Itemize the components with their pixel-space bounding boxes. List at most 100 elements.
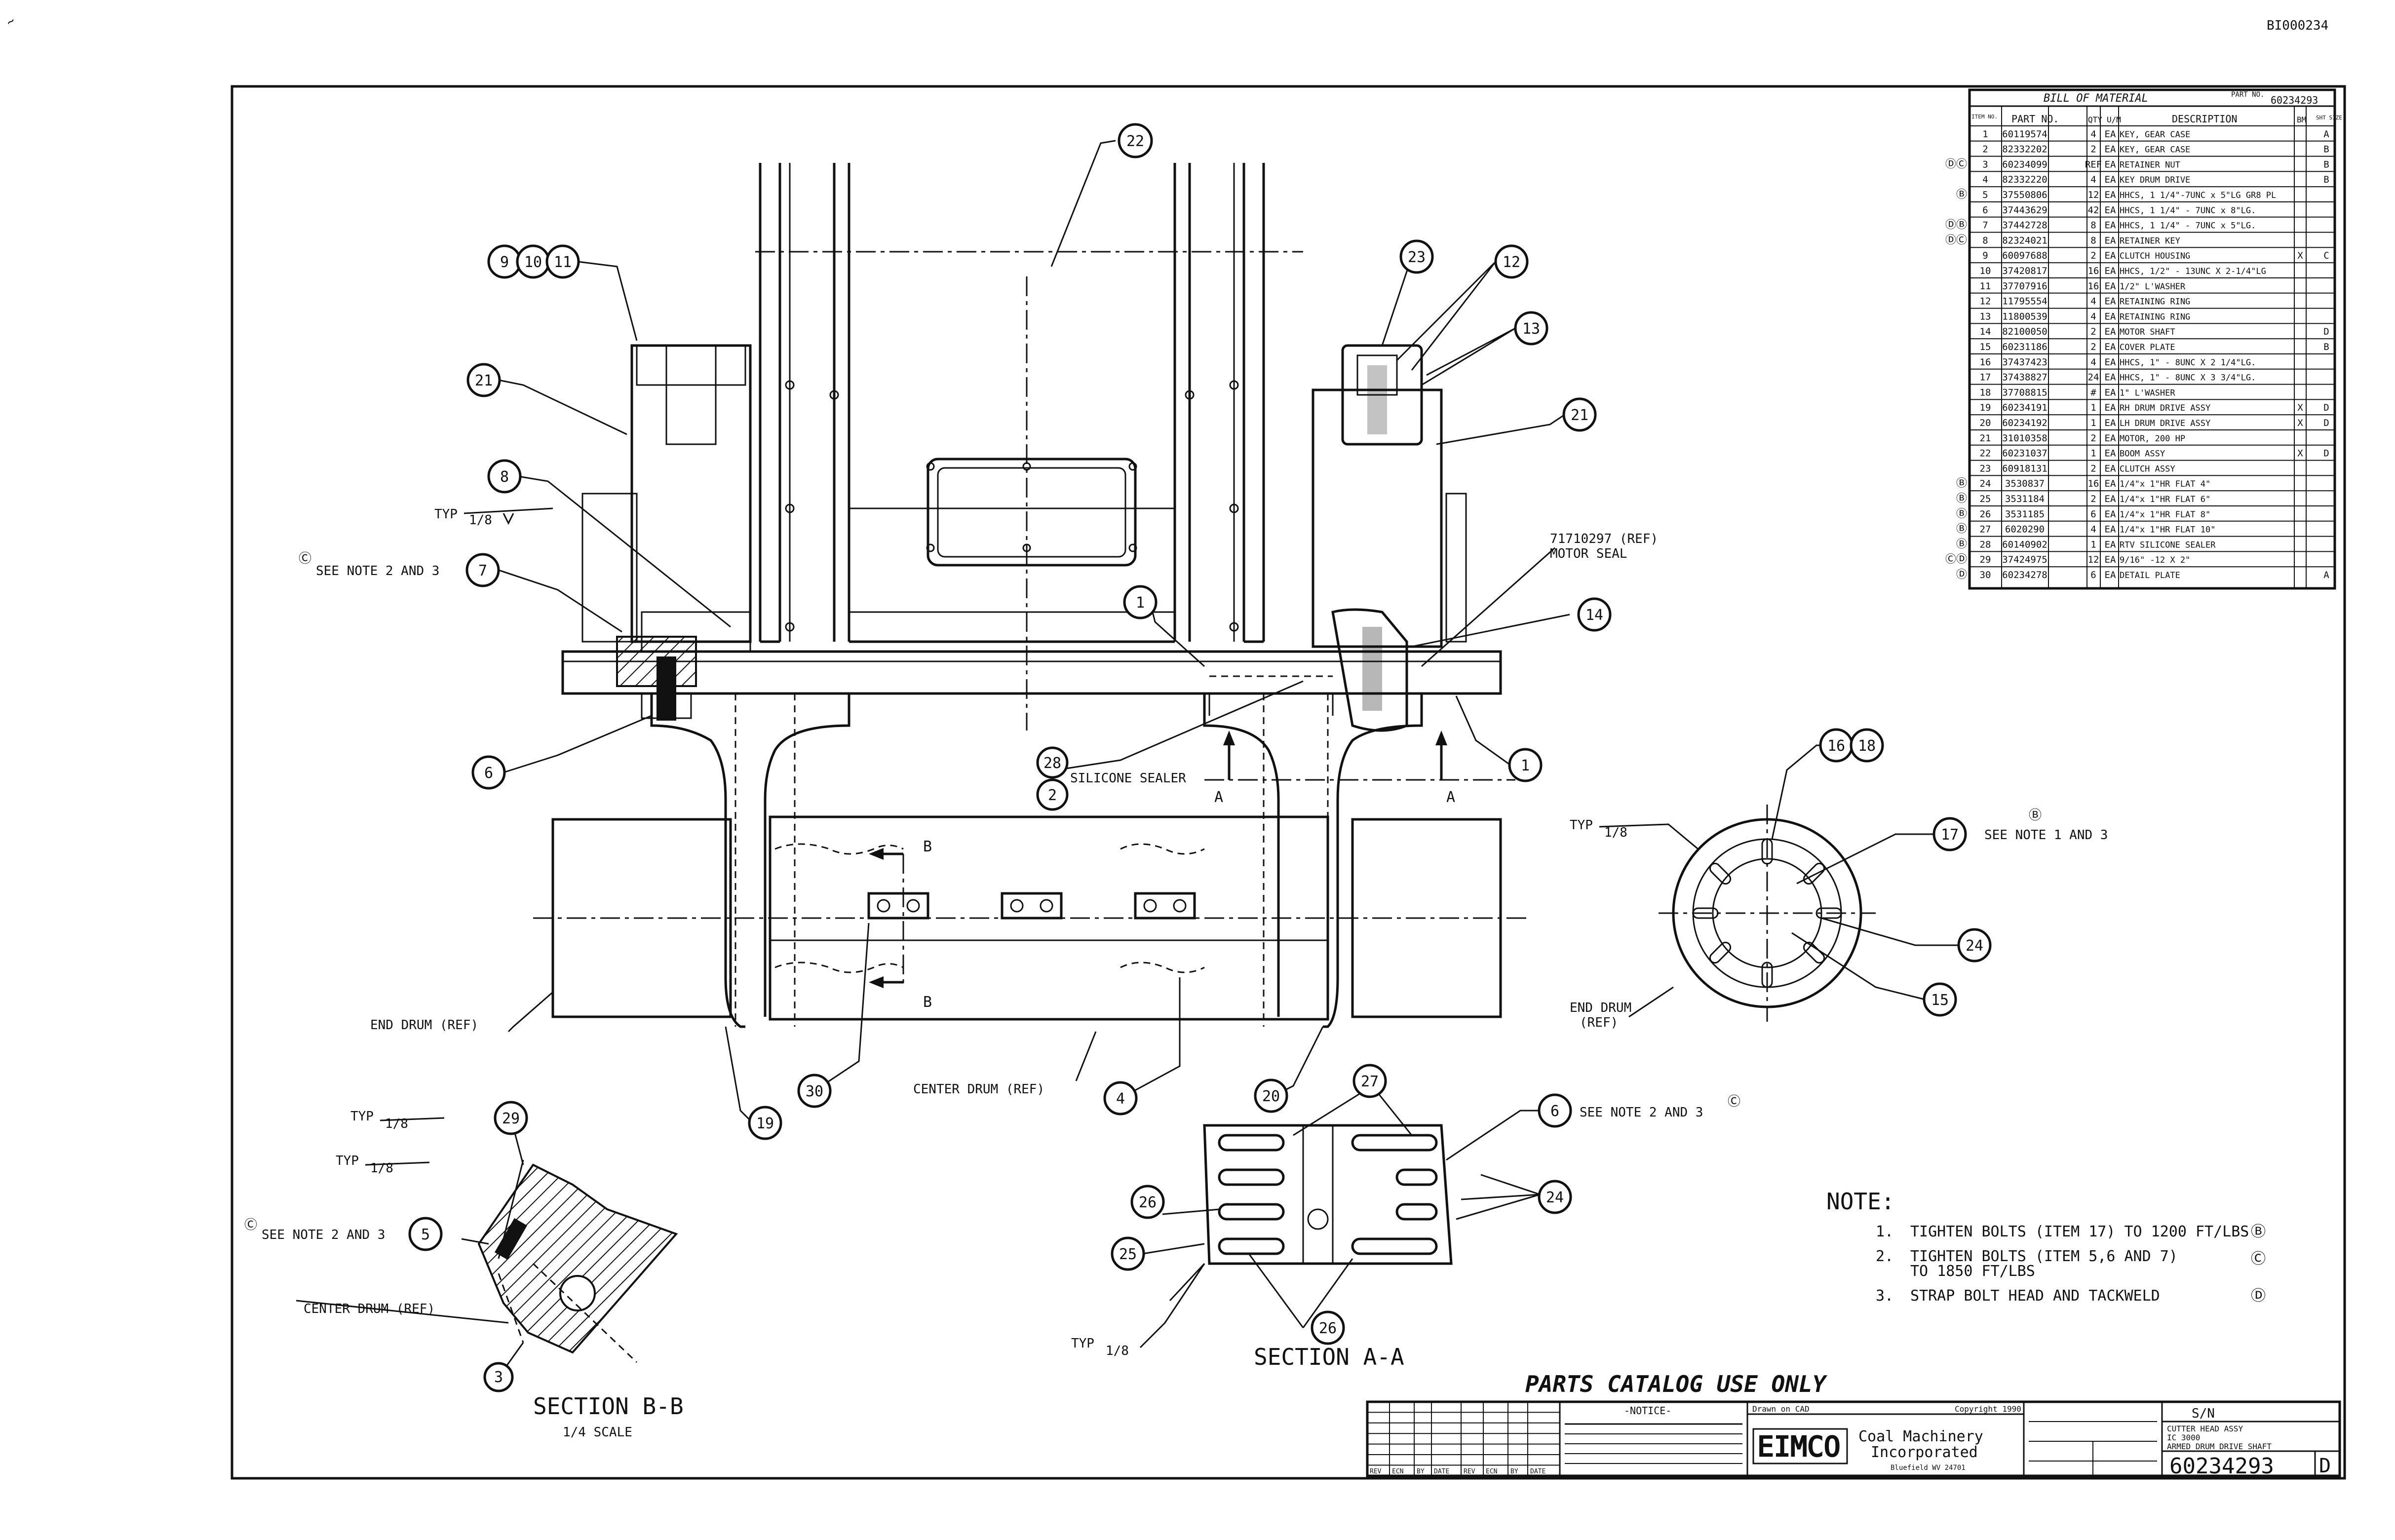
bom-cell-um: EA [2105, 570, 2116, 580]
bom-cell-qty: 8 [2090, 235, 2096, 246]
bom-cell-part: 11800539 [2002, 311, 2047, 322]
bom-cell-um: EA [2105, 144, 2116, 155]
bom-cell-um: EA [2105, 418, 2116, 428]
bom-cell-desc: RETAINING RING [2120, 297, 2190, 307]
bom-cell-part: 3530837 [2005, 478, 2045, 489]
section-aa-title: SECTION A-A [1254, 1344, 1404, 1370]
end-drum-ref-right: (REF) [1580, 1015, 1618, 1030]
balloon-26-lower: 26 [1319, 1320, 1337, 1337]
bom-cell-desc: RTV SILICONE SEALER [2120, 540, 2216, 550]
bom-header-part: PART NO. [2011, 113, 2059, 125]
section-b-bottom-letter: B [923, 994, 932, 1011]
weld-size-5: 1/8 [1106, 1344, 1129, 1358]
balloon-16: 16 [1827, 737, 1845, 755]
bom-cell-um: EA [2105, 342, 2116, 352]
bom-cell-um: EA [2105, 159, 2116, 170]
bom-cell-um: EA [2105, 281, 2116, 292]
bom-cell-item: 25 [1980, 494, 1991, 504]
bom-cell-qty: 1 [2090, 448, 2096, 459]
balloon-13: 13 [1522, 320, 1540, 338]
bom-cell-item: 24 [1980, 478, 1991, 489]
bom-cell-qty: 2 [2090, 463, 2096, 474]
weld-typ-3: TYP [350, 1109, 374, 1124]
bom-cell-item: 4 [1982, 174, 1988, 185]
section-a-left-letter: A [1214, 789, 1223, 806]
bom-row-note-mark: ⒹⒸ [1945, 158, 1967, 170]
bom-cell-sz: B [2323, 144, 2329, 155]
bom-cell-desc: 1/4"x 1"HR FLAT 6" [2120, 495, 2210, 504]
bom-cell-part: 31010358 [2002, 433, 2047, 444]
bom-cell-um: EA [2105, 129, 2116, 140]
company-line-2: Incorporated [1871, 1444, 1978, 1461]
center-drum-ref-bb: CENTER DRUM (REF) [304, 1302, 435, 1316]
weld-typ-5: TYP [1071, 1336, 1094, 1351]
weld-size-2: 1/8 [1604, 825, 1627, 840]
bom-cell-part: 82332202 [2002, 144, 2047, 155]
balloon-9: 9 [500, 254, 509, 271]
section-a-markers: A A [1204, 731, 1515, 806]
bom-cell-desc: LH DRUM DRIVE ASSY [2120, 419, 2210, 428]
left-motor [581, 344, 752, 653]
note-3-mark: Ⓓ [2251, 1287, 2266, 1305]
bom-cell-desc: RETAINING RING [2120, 312, 2190, 322]
balloon-29: 29 [502, 1110, 520, 1127]
bom-cell-sz: D [2323, 326, 2329, 337]
bom-cell-item: 15 [1980, 342, 1991, 352]
bom-cell-part: 60231037 [2002, 448, 2047, 459]
bom-cell-item: 20 [1980, 418, 1991, 428]
note-1-number: 1. [1876, 1223, 1893, 1240]
bom-cell-qty: 24 [2088, 372, 2099, 383]
bom-cell-desc: MOTOR SHAFT [2120, 327, 2175, 337]
drive-hubs [650, 693, 1423, 1028]
copyright: Copyright 1990 [1955, 1404, 2021, 1414]
bom-cell-qty: 2 [2090, 326, 2096, 337]
bom-cell-part: 37437423 [2002, 357, 2047, 368]
section-bb-title: SECTION B-B [533, 1393, 684, 1420]
note-3-text: STRAP BOLT HEAD AND TACKWELD [1910, 1287, 2160, 1305]
bom-header-item: ITEM NO. [1971, 114, 1998, 120]
bom-cell-desc: 1/4"x 1"HR FLAT 8" [2120, 510, 2210, 520]
section-bb-scale: 1/4 SCALE [563, 1425, 632, 1440]
bom-cell-um: EA [2105, 205, 2116, 216]
rev-header-date: DATE [1434, 1468, 1449, 1475]
bom-cell-desc: 1/4"x 1"HR FLAT 4" [2120, 479, 2210, 489]
bom-header-qty: QTY [2088, 115, 2102, 124]
eimco-logo-text: EIMCO [1757, 1431, 1841, 1463]
bom-cell-item: 30 [1980, 570, 1991, 580]
bom-cell-desc: HHCS, 1" - 8UNC X 2 1/4"LG. [2120, 358, 2256, 368]
bom-cell-sz: B [2323, 174, 2329, 185]
bom-cell-desc: KEY DRUM DRIVE [2120, 175, 2190, 185]
bom-cell-part: 3531185 [2005, 509, 2045, 520]
bom-cell-um: EA [2105, 387, 2116, 398]
balloon-6-main: 6 [484, 765, 493, 782]
boom-outline [755, 163, 1303, 731]
see-note-2-3-bb: SEE NOTE 2 AND 3 [262, 1228, 385, 1242]
bom-cell-desc: 1" L'WASHER [2120, 388, 2175, 398]
bom-cell-desc: 9/16" -12 X 2" [2120, 555, 2190, 565]
note-2-text-a: TIGHTEN BOLTS (ITEM 5,6 AND 7) [1910, 1248, 2178, 1265]
weld-size-4: 1/8 [370, 1161, 393, 1176]
bom-cell-sz: D [2323, 402, 2329, 413]
rev-header-ecn: ECN [1392, 1468, 1403, 1475]
bom-cell-sz: A [2323, 129, 2329, 140]
bom-cell-part: 82324021 [2002, 235, 2047, 246]
bom-row-note-mark: Ⓑ [1956, 508, 1967, 520]
bom-cell-um: EA [2105, 478, 2116, 489]
bom-cell-desc: HHCS, 1" - 8UNC X 3 3/4"LG. [2120, 373, 2256, 383]
note-mark-c-section: Ⓒ [1728, 1094, 1740, 1109]
annotations: TYP 1/8 SEE NOTE 2 AND 3 Ⓒ 71710297 (REF… [244, 507, 2266, 1440]
bom-cell-qty: 12 [2088, 554, 2099, 565]
bom-cell-item: 8 [1982, 235, 1988, 246]
bom-cell-part: 60234278 [2002, 570, 2047, 580]
bom-cell-desc: RETAINER NUT [2120, 160, 2180, 170]
bom-cell-desc: CLUTCH ASSY [2120, 464, 2175, 474]
revision-grid [1367, 1402, 1560, 1476]
bom-cell-desc: COVER PLATE [2120, 343, 2175, 352]
bom-cell-part: 60140902 [2002, 539, 2047, 550]
end-view-bolt-circle [1659, 805, 1876, 1022]
balloon-24-section: 24 [1546, 1189, 1564, 1206]
bom-cell-um: EA [2105, 448, 2116, 459]
weld-typ-2: TYP [1570, 818, 1593, 833]
